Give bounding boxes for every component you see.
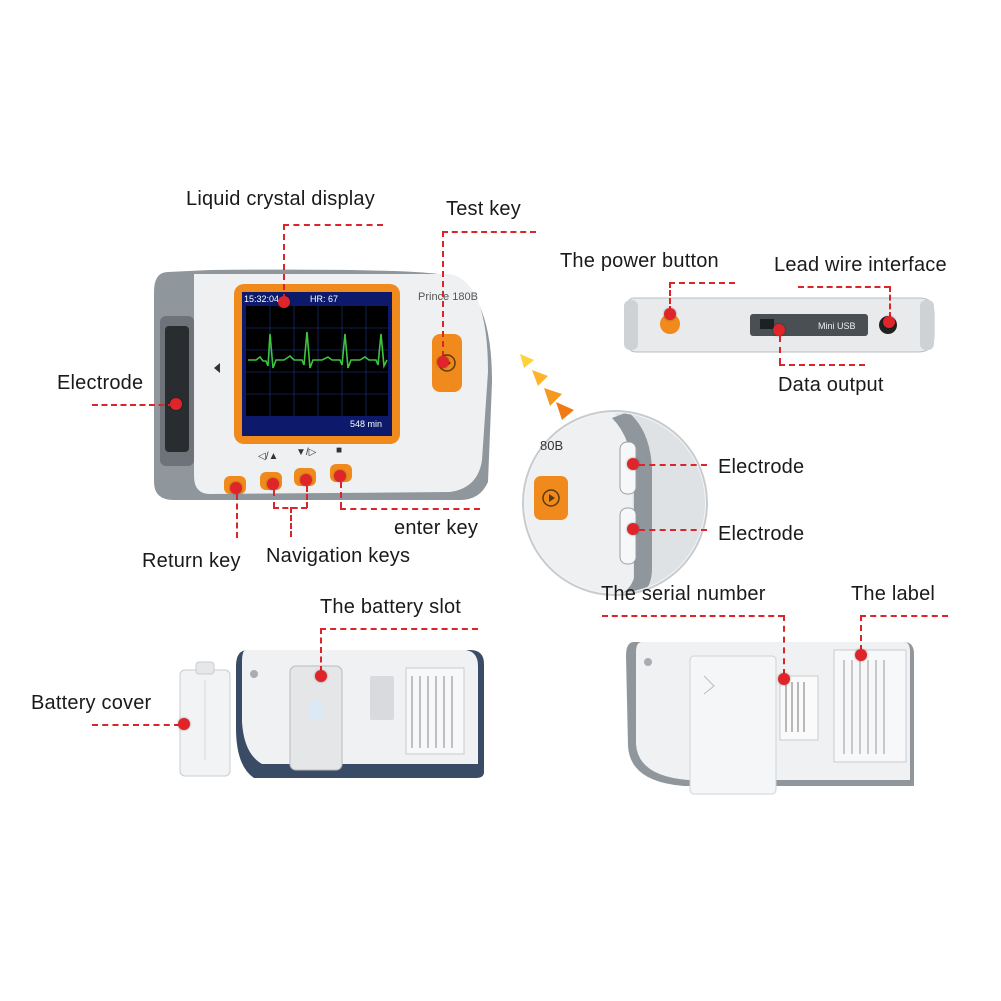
zoom-arrows — [520, 354, 574, 420]
leader-line — [889, 286, 891, 318]
label-test-key: Test key — [446, 198, 521, 220]
battery-cover-shape — [179, 661, 231, 777]
leader-line — [639, 464, 707, 466]
leader-line — [283, 224, 285, 300]
battery-cover-back — [689, 655, 777, 795]
marker-dot — [627, 458, 639, 470]
battery-device-shape — [236, 650, 484, 778]
zoom-circle — [522, 410, 708, 596]
label-electrode-2: Electrode — [718, 523, 805, 545]
label-power-button: The power button — [560, 250, 719, 272]
port-text: Mini USB — [818, 321, 856, 331]
power-button-shape — [660, 314, 680, 334]
key-symbol-1: ◁/▲ — [258, 451, 279, 462]
marker-dot — [627, 523, 639, 535]
brand-text: Prince 180B — [418, 291, 478, 303]
screen-time: 15:32:04 — [244, 294, 280, 304]
label-electrode-main: Electrode — [57, 372, 144, 394]
label-navigation-keys: Navigation keys — [266, 545, 411, 567]
label-return-key: Return key — [142, 550, 241, 572]
leader-line — [92, 404, 174, 406]
leader-line — [340, 482, 342, 508]
marker-dot — [178, 718, 190, 730]
back-device-shape — [626, 642, 914, 795]
label-serial-number: The serial number — [601, 583, 766, 605]
marker-dot — [334, 470, 346, 482]
screen-hr: HR: 67 — [310, 294, 339, 304]
leader-line — [860, 615, 948, 617]
marker-dot — [855, 649, 867, 661]
marker-dot — [300, 474, 312, 486]
leader-line — [602, 615, 784, 617]
marker-dot — [230, 482, 242, 494]
leader-line — [442, 231, 536, 233]
marker-dot — [778, 673, 790, 685]
marker-dot — [883, 316, 895, 328]
label-lead-wire: Lead wire interface — [774, 254, 947, 276]
leader-line — [283, 224, 383, 226]
leader-line — [798, 286, 890, 288]
screen-duration: 548 min — [350, 419, 383, 429]
leader-line — [639, 529, 707, 531]
leader-line — [320, 628, 322, 672]
leader-line — [320, 628, 478, 630]
ecg-trace — [248, 331, 388, 369]
label-enter-key: enter key — [394, 517, 479, 539]
leader-line — [442, 231, 444, 357]
leader-line — [669, 282, 735, 284]
zoom-model-text: 80B — [540, 438, 564, 453]
marker-dot — [170, 398, 182, 410]
product-label-sticker — [833, 649, 907, 763]
key-symbol-3: ■ — [336, 445, 343, 456]
leader-line — [236, 494, 238, 538]
label-the-label: The label — [851, 583, 936, 605]
leader-line — [273, 490, 275, 508]
label-lcd: Liquid crystal display — [186, 188, 375, 210]
zoom-electrode-2 — [619, 507, 637, 565]
leader-line — [92, 724, 180, 726]
marker-dot — [437, 356, 449, 368]
label-data-output: Data output — [778, 374, 884, 396]
leader-line — [860, 615, 862, 651]
key-symbol-2: ▼/▷ — [296, 447, 317, 458]
marker-dot — [278, 296, 290, 308]
label-battery-slot: The battery slot — [320, 596, 462, 618]
leader-line — [779, 364, 865, 366]
leader-line — [669, 282, 671, 312]
label-battery-cover: Battery cover — [31, 692, 152, 714]
main-device — [154, 269, 492, 500]
leader-line — [290, 507, 292, 537]
marker-dot — [773, 324, 785, 336]
marker-dot — [267, 478, 279, 490]
leader-line — [306, 486, 308, 508]
leader-line — [340, 508, 480, 510]
label-electrode-1: Electrode — [718, 456, 805, 478]
leader-line — [779, 336, 781, 364]
marker-dot — [664, 308, 676, 320]
marker-dot — [315, 670, 327, 682]
leader-line — [783, 615, 785, 675]
